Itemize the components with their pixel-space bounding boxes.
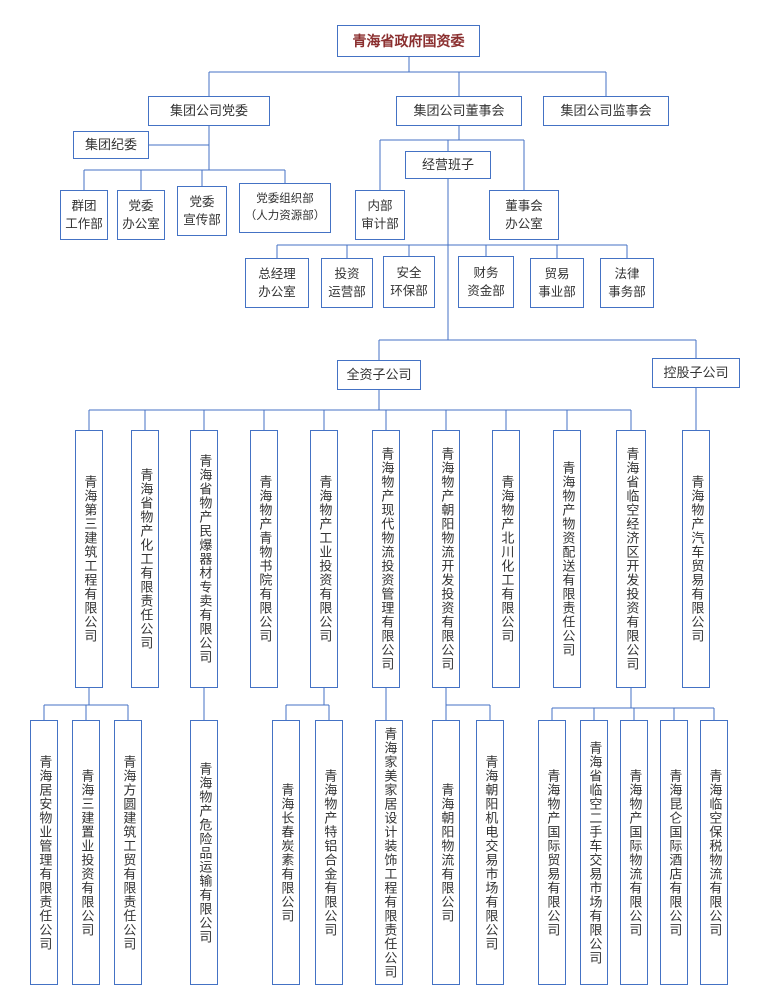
node-dept-internal-audit: 内部 审计部 bbox=[355, 190, 405, 240]
second-tier-node: 青海物产国际贸易有限公司 bbox=[538, 720, 566, 985]
second-tier-label: 青海临空保税物流有限公司 bbox=[707, 768, 723, 937]
dept-label: 贸易 事业部 bbox=[538, 266, 576, 299]
dept-label: 内部 审计部 bbox=[361, 198, 399, 231]
holding-header-label: 控股子公司 bbox=[663, 364, 729, 380]
node-party-committee-label: 集团公司党委 bbox=[169, 102, 248, 118]
node-root-label: 青海省政府国资委 bbox=[352, 32, 465, 49]
subsidiary-label: 青海省物产化工有限责任公司 bbox=[138, 468, 154, 650]
subsidiary-label: 青海物产现代物流投资管理有限公司 bbox=[379, 447, 395, 671]
wholly-owned-header-label: 全资子公司 bbox=[346, 366, 412, 382]
second-tier-label: 青海居安物业管理有限责任公司 bbox=[37, 754, 53, 951]
node-dept-party-office: 党委 办公室 bbox=[117, 190, 165, 240]
second-tier-node: 青海家美家居设计装饰工程有限责任公司 bbox=[375, 720, 403, 985]
node-party-committee: 集团公司党委 bbox=[148, 96, 270, 126]
second-tier-label: 青海物产国际贸易有限公司 bbox=[545, 768, 561, 937]
node-holding-header: 控股子公司 bbox=[652, 358, 740, 388]
second-tier-label: 青海家美家居设计装饰工程有限责任公司 bbox=[382, 726, 398, 979]
second-tier-node: 青海物产国际物流有限公司 bbox=[620, 720, 648, 985]
second-tier-node: 青海昆仑国际酒店有限公司 bbox=[660, 720, 688, 985]
subsidiary-label: 青海物产青物书院有限公司 bbox=[257, 475, 273, 643]
second-tier-node: 青海居安物业管理有限责任公司 bbox=[30, 720, 58, 985]
subsidiary-node: 青海省物产民爆器材专卖有限公司 bbox=[190, 430, 218, 688]
node-discipline-committee: 集团纪委 bbox=[73, 131, 149, 159]
dept-label: 党委 办公室 bbox=[122, 198, 160, 231]
node-board-label: 集团公司董事会 bbox=[413, 102, 505, 118]
dept-label: 董事会 办公室 bbox=[505, 198, 543, 231]
second-tier-label: 青海昆仑国际酒店有限公司 bbox=[667, 768, 683, 937]
dept-label: 群团 工作部 bbox=[65, 198, 103, 231]
subsidiary-node: 青海物产工业投资有限公司 bbox=[310, 430, 338, 688]
second-tier-label: 青海方圆建筑工贸有限责任公司 bbox=[121, 754, 137, 951]
subsidiary-node: 青海物产物资配送有限责任公司 bbox=[553, 430, 581, 688]
subsidiary-node: 青海第三建筑工程有限公司 bbox=[75, 430, 103, 688]
second-tier-label: 青海省临空二手车交易市场有限公司 bbox=[587, 740, 603, 965]
second-tier-node: 青海物产危险品运输有限公司 bbox=[190, 720, 218, 985]
node-dept-trade: 贸易 事业部 bbox=[530, 258, 584, 308]
subsidiary-node: 青海物产青物书院有限公司 bbox=[250, 430, 278, 688]
node-dept-gm-office: 总经理 办公室 bbox=[245, 258, 309, 308]
second-tier-node: 青海长春炭素有限公司 bbox=[272, 720, 300, 985]
subsidiary-node: 青海物产现代物流投资管理有限公司 bbox=[372, 430, 400, 688]
second-tier-node: 青海三建置业投资有限公司 bbox=[72, 720, 100, 985]
subsidiary-label: 青海物产工业投资有限公司 bbox=[317, 475, 333, 643]
node-supervisory-label: 集团公司监事会 bbox=[560, 102, 652, 118]
dept-label: 党委 宣传部 bbox=[183, 194, 221, 227]
node-management-label: 经营班子 bbox=[421, 156, 474, 172]
dept-label: 法律 事务部 bbox=[608, 266, 646, 299]
second-tier-label: 青海朝阳物流有限公司 bbox=[439, 782, 455, 923]
node-dept-investment-operation: 投资 运营部 bbox=[321, 258, 373, 308]
second-tier-label: 青海三建置业投资有限公司 bbox=[79, 768, 95, 937]
second-tier-node: 青海朝阳物流有限公司 bbox=[432, 720, 460, 985]
second-tier-label: 青海物产危险品运输有限公司 bbox=[197, 761, 213, 944]
subsidiary-node: 青海省临空经济区开发投资有限公司 bbox=[616, 430, 646, 688]
dept-label: 安全 环保部 bbox=[390, 265, 428, 298]
node-dept-legal: 法律 事务部 bbox=[600, 258, 654, 308]
second-tier-label: 青海长春炭素有限公司 bbox=[279, 782, 295, 923]
second-tier-node: 青海方圆建筑工贸有限责任公司 bbox=[114, 720, 142, 985]
subsidiary-node: 青海物产朝阳物流开发投资有限公司 bbox=[432, 430, 460, 688]
node-board-of-directors: 集团公司董事会 bbox=[396, 96, 522, 126]
node-dept-organization-hr: 党委组织部 （人力资源部） bbox=[239, 183, 331, 233]
subsidiary-label: 青海省物产民爆器材专卖有限公司 bbox=[197, 454, 213, 664]
node-dept-finance: 财务 资金部 bbox=[458, 256, 514, 308]
dept-label: 总经理 办公室 bbox=[258, 266, 296, 299]
connector-path bbox=[43, 57, 715, 720]
second-tier-node: 青海省临空二手车交易市场有限公司 bbox=[580, 720, 608, 985]
subsidiary-node: 青海物产北川化工有限公司 bbox=[492, 430, 520, 688]
node-dept-group-work: 群团 工作部 bbox=[60, 190, 108, 240]
subsidiary-label: 青海物产物资配送有限责任公司 bbox=[560, 461, 576, 657]
subsidiary-label: 青海第三建筑工程有限公司 bbox=[82, 475, 98, 643]
node-discipline-label: 集团纪委 bbox=[84, 136, 137, 152]
second-tier-label: 青海朝阳机电交易市场有限公司 bbox=[483, 754, 499, 951]
subsidiary-label: 青海物产汽车贸易有限公司 bbox=[689, 475, 705, 643]
second-tier-node: 青海临空保税物流有限公司 bbox=[700, 720, 728, 985]
node-supervisory-board: 集团公司监事会 bbox=[543, 96, 669, 126]
subsidiary-node: 青海省物产化工有限责任公司 bbox=[131, 430, 159, 688]
second-tier-label: 青海物产特铝合金有限公司 bbox=[322, 768, 338, 937]
node-management-team: 经营班子 bbox=[405, 151, 491, 179]
subsidiary-label: 青海物产北川化工有限公司 bbox=[499, 475, 515, 643]
dept-label: 投资 运营部 bbox=[328, 266, 366, 299]
second-tier-node: 青海物产特铝合金有限公司 bbox=[315, 720, 343, 985]
dept-label: 党委组织部 （人力资源部） bbox=[244, 193, 326, 222]
node-dept-board-office: 董事会 办公室 bbox=[489, 190, 559, 240]
second-tier-node: 青海朝阳机电交易市场有限公司 bbox=[476, 720, 504, 985]
node-dept-safety-environment: 安全 环保部 bbox=[383, 256, 435, 308]
second-tier-label: 青海物产国际物流有限公司 bbox=[627, 768, 643, 937]
holding-subsidiary-node: 青海物产汽车贸易有限公司 bbox=[682, 430, 710, 688]
dept-label: 财务 资金部 bbox=[467, 265, 505, 298]
subsidiary-label: 青海省临空经济区开发投资有限公司 bbox=[624, 447, 640, 671]
node-wholly-owned-header: 全资子公司 bbox=[337, 360, 421, 390]
node-root: 青海省政府国资委 bbox=[337, 25, 480, 57]
node-dept-publicity: 党委 宣传部 bbox=[177, 186, 227, 236]
subsidiary-label: 青海物产朝阳物流开发投资有限公司 bbox=[439, 447, 455, 671]
